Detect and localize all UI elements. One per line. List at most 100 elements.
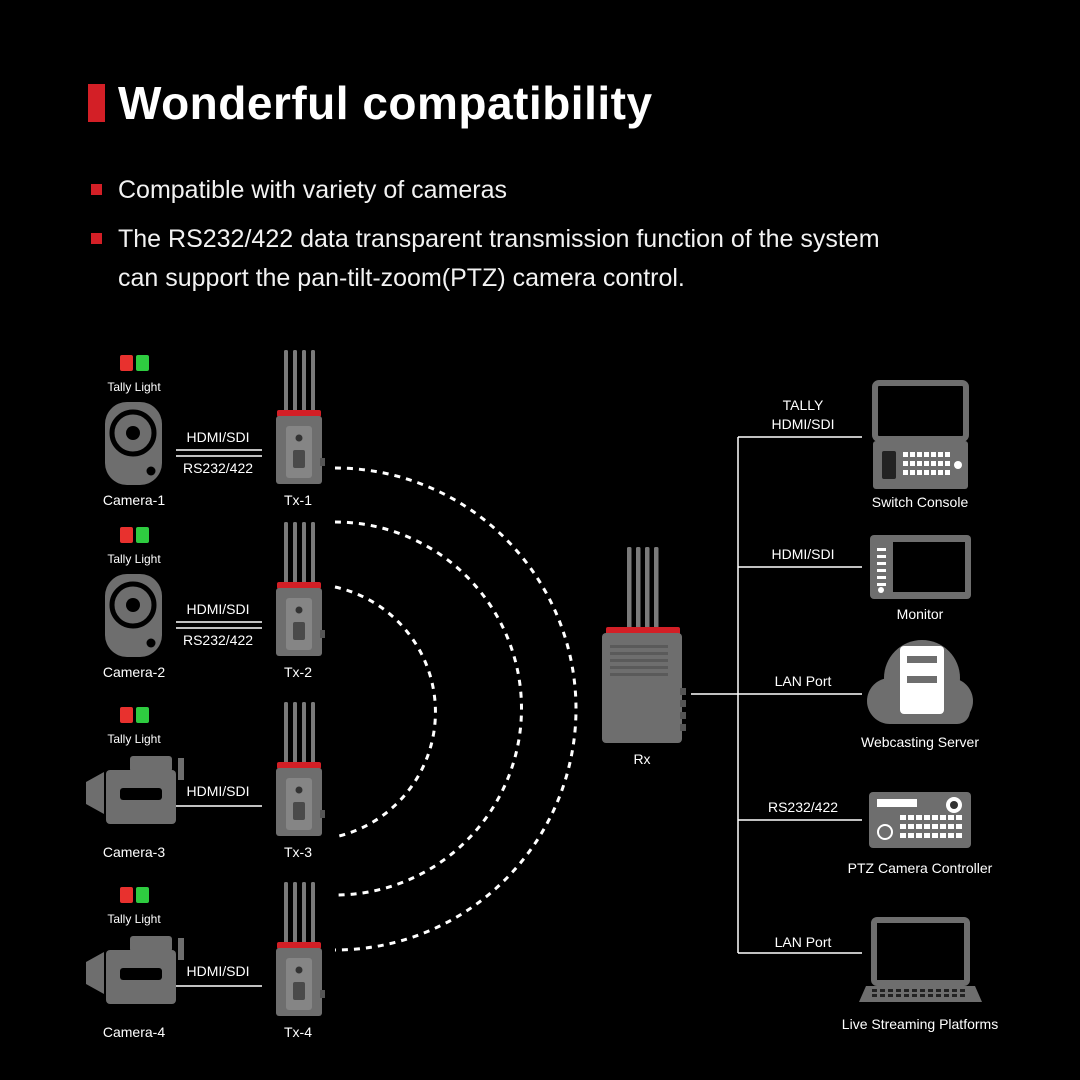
laptop-key xyxy=(872,989,877,992)
antenna xyxy=(636,547,641,632)
controller-key xyxy=(908,815,914,820)
receiver-body xyxy=(602,633,682,743)
laptop-key xyxy=(936,989,941,992)
laptop-key xyxy=(912,989,917,992)
transmitter-port xyxy=(293,622,305,640)
antenna xyxy=(302,350,306,412)
device-label: Live Streaming Platforms xyxy=(842,1016,998,1032)
server-slot xyxy=(907,656,937,663)
camera-label: Camera-2 xyxy=(103,664,165,680)
video-camera-icon xyxy=(86,936,184,1004)
laptop-key xyxy=(920,989,925,992)
laptop-key xyxy=(944,989,949,992)
transmitter-screw xyxy=(295,786,303,794)
receiver-port xyxy=(680,724,686,731)
receiver-vent xyxy=(610,666,668,669)
console-key xyxy=(938,461,943,466)
transmitter-label: Tx-4 xyxy=(284,1024,312,1040)
laptop-key xyxy=(936,994,941,997)
controller-key xyxy=(932,824,938,829)
tally-green-lamp xyxy=(136,527,149,543)
antenna xyxy=(284,522,288,584)
controller-key xyxy=(948,815,954,820)
tally-light-label: Tally Light xyxy=(107,380,161,394)
console-key xyxy=(917,461,922,466)
monitor-screen xyxy=(893,542,965,592)
device-label: Webcasting Server xyxy=(861,734,979,750)
console-knob xyxy=(954,461,962,469)
connection-label: HDMI/SDI xyxy=(772,546,835,562)
controller-key xyxy=(924,833,930,838)
tally-light-label: Tally Light xyxy=(107,912,161,926)
antenna xyxy=(627,547,632,632)
transmitter-top-band xyxy=(277,582,321,589)
antenna xyxy=(645,547,650,632)
camcorder-handle xyxy=(130,756,172,772)
antenna xyxy=(293,522,297,584)
controller-key xyxy=(900,824,906,829)
controller-key xyxy=(900,815,906,820)
tally-light-icon xyxy=(120,707,149,723)
bullet-marker xyxy=(91,233,102,244)
connection-label: TALLY xyxy=(783,397,824,413)
controller-key xyxy=(908,833,914,838)
laptop-key xyxy=(888,994,893,997)
link-label-hdmi: HDMI/SDI xyxy=(187,963,250,979)
transmitter-label: Tx-3 xyxy=(284,844,312,860)
controller-dial xyxy=(877,824,893,840)
console-key xyxy=(910,461,915,466)
link-group: HDMI/SDI xyxy=(176,963,262,987)
controller-key xyxy=(924,824,930,829)
tally-light-label: Tally Light xyxy=(107,552,161,566)
camera-lens-hood xyxy=(86,952,104,994)
controller-key xyxy=(940,815,946,820)
tally-light-label: Tally Light xyxy=(107,732,161,746)
receiver-vent xyxy=(610,659,668,662)
camera-dot xyxy=(146,466,156,476)
monitor-button xyxy=(877,555,886,558)
monitor-button xyxy=(877,562,886,565)
console-screen xyxy=(872,380,969,442)
receiver-vent xyxy=(610,673,668,676)
camcorder-handle xyxy=(130,936,172,952)
antenna xyxy=(293,350,297,412)
controller-key xyxy=(940,824,946,829)
device-label: Monitor xyxy=(897,606,944,622)
controller-key xyxy=(956,824,962,829)
transmitter-screw xyxy=(295,966,303,974)
console-key xyxy=(924,470,929,475)
console-key xyxy=(924,461,929,466)
bullet-text-1: Compatible with variety of cameras xyxy=(118,176,508,204)
switch-console-icon xyxy=(872,380,969,489)
link-label-hdmi: HDMI/SDI xyxy=(187,429,250,445)
connection-label: LAN Port xyxy=(775,934,832,950)
console-key xyxy=(903,461,908,466)
tally-red-lamp xyxy=(120,355,133,371)
console-key xyxy=(945,461,950,466)
wireless-arc-inner xyxy=(334,585,437,839)
controller-key xyxy=(924,815,930,820)
laptop-key xyxy=(920,994,925,997)
tally-green-lamp xyxy=(136,887,149,903)
laptop-key xyxy=(896,989,901,992)
console-key xyxy=(917,470,922,475)
transmitter-icon xyxy=(276,522,325,656)
camera-body xyxy=(105,574,162,657)
transmitter-side-port xyxy=(320,458,325,466)
laptop-key xyxy=(896,994,901,997)
antenna xyxy=(311,350,315,412)
output-branch-2: HDMI/SDI Monitor xyxy=(738,546,944,622)
transmitter-top-band xyxy=(277,942,321,949)
laptop-key xyxy=(960,994,965,997)
camcorder-slot xyxy=(120,968,162,980)
transmitter-top-band xyxy=(277,762,321,769)
antenna xyxy=(302,882,306,944)
